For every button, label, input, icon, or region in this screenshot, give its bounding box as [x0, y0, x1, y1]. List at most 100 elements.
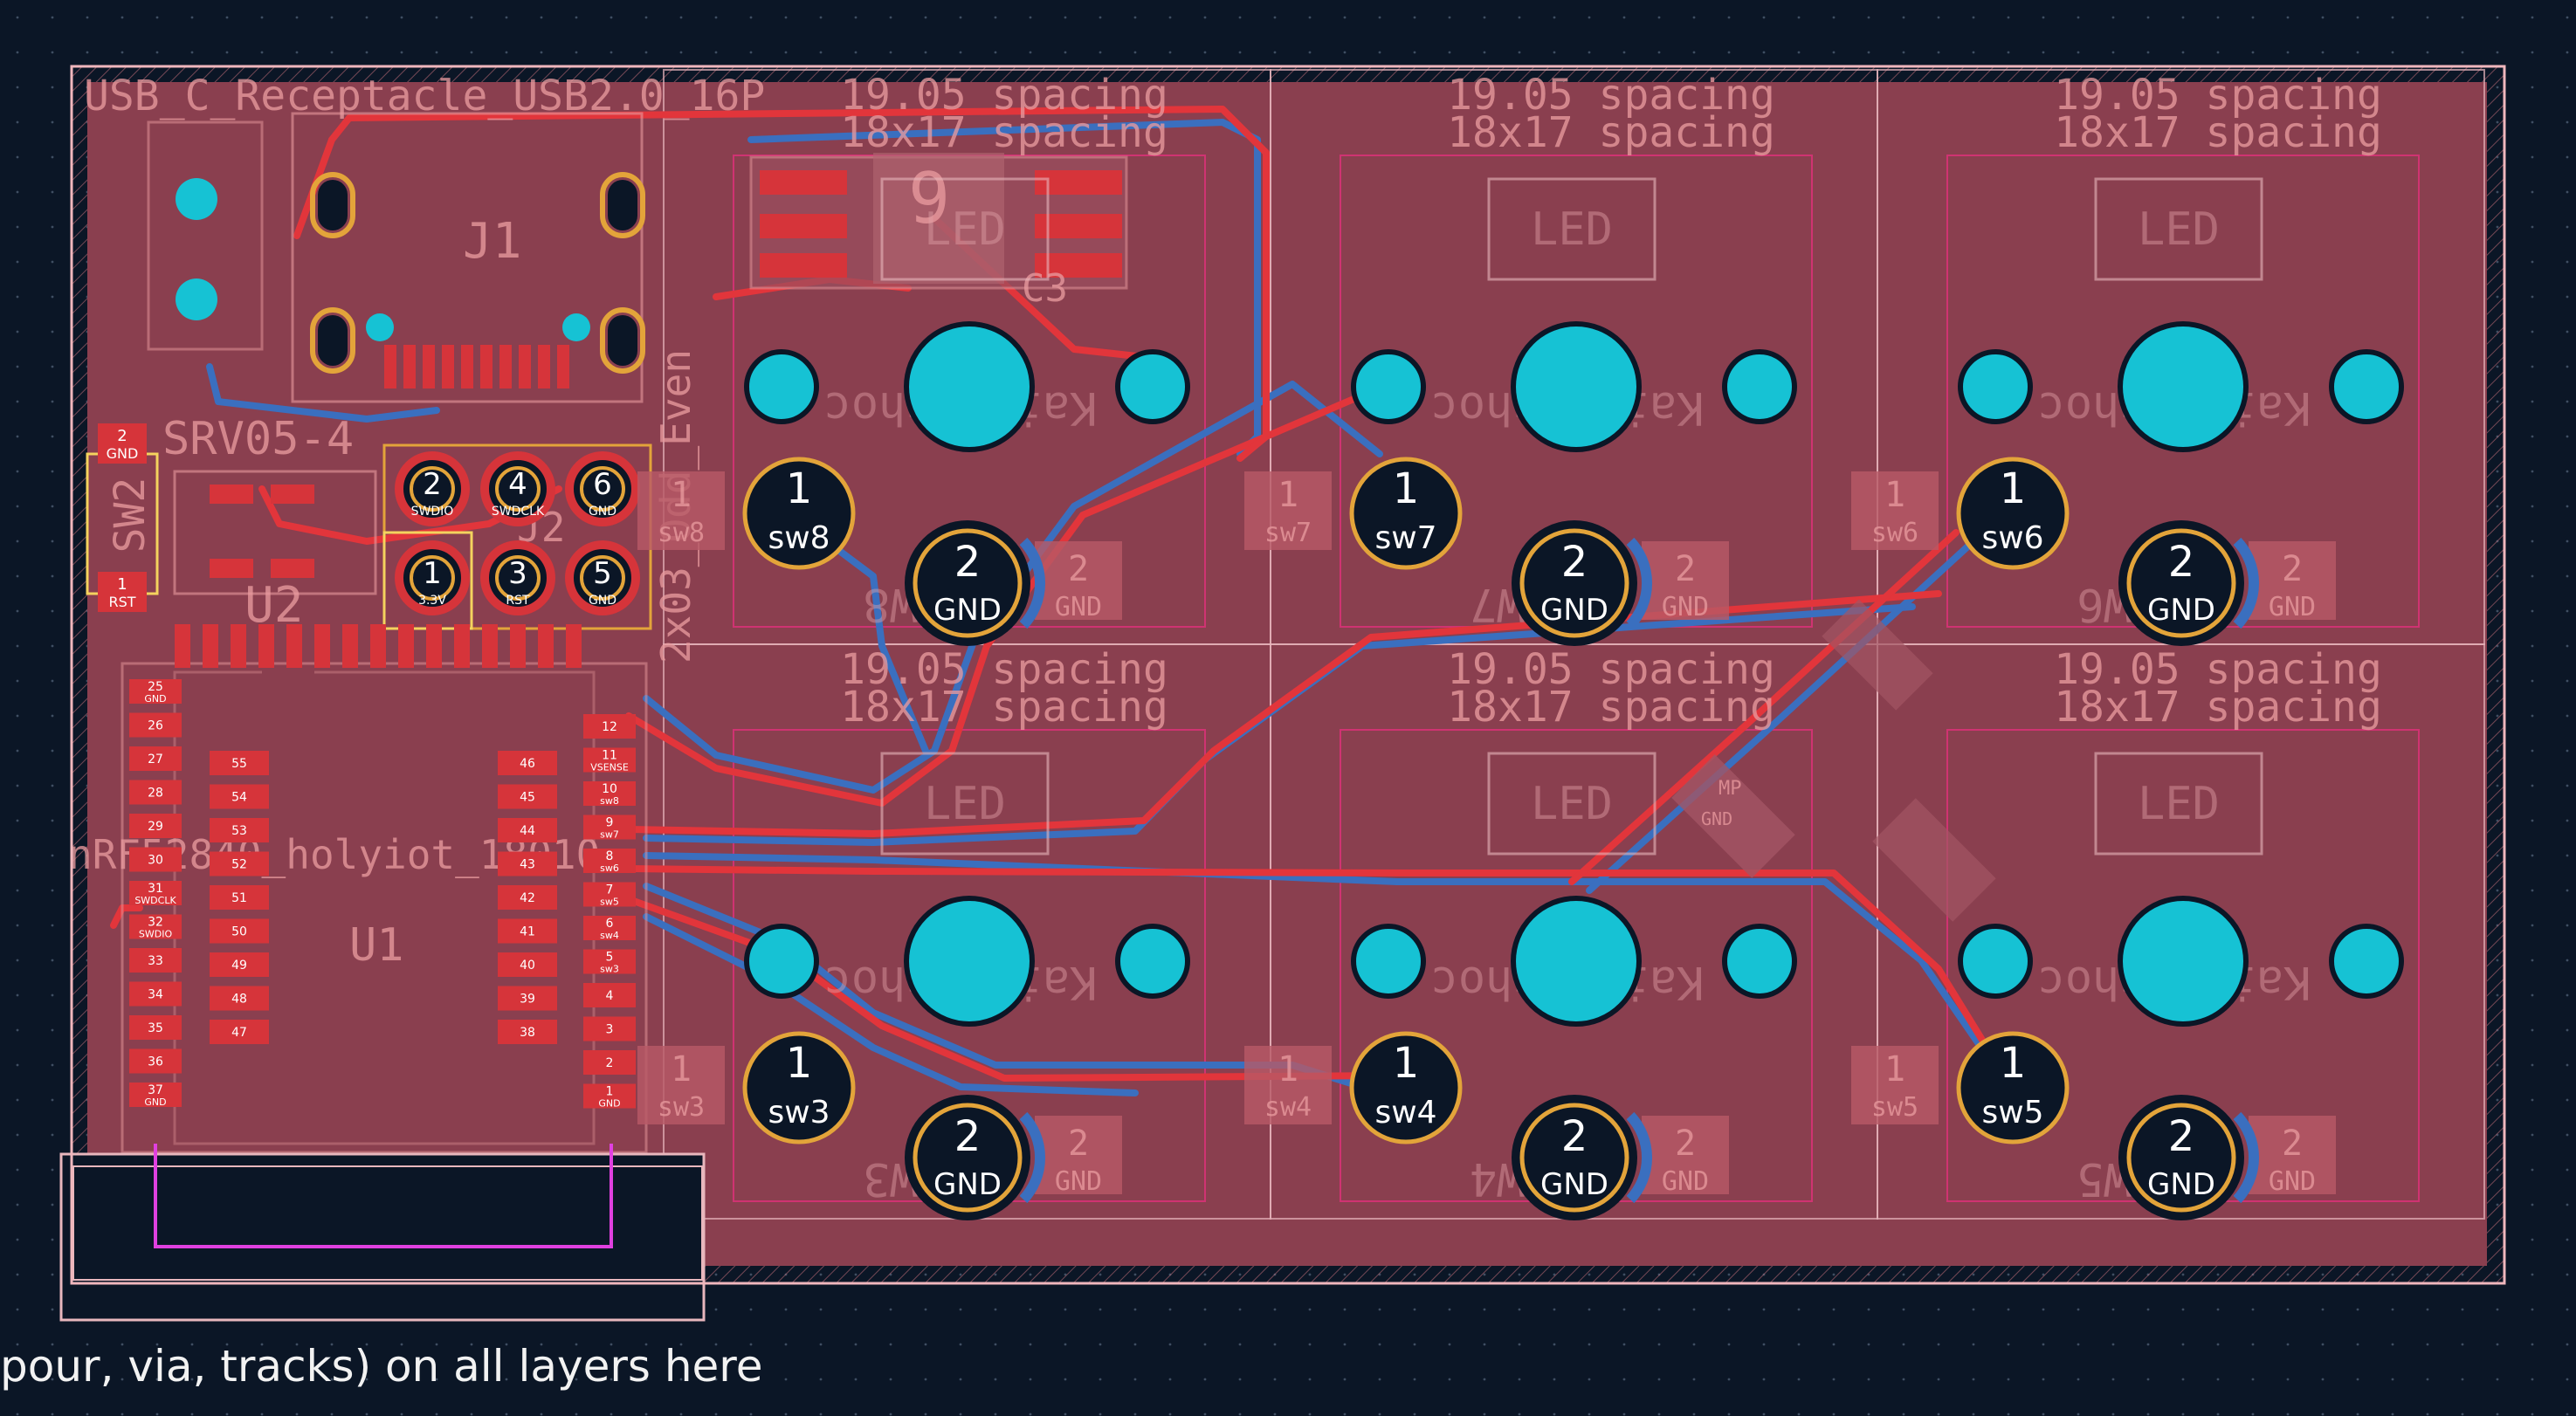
mount-hole	[2329, 349, 2404, 424]
mcu-pad-42	[498, 885, 557, 910]
mcu-pad-38	[498, 1020, 557, 1044]
smd-pad-1	[1244, 1046, 1332, 1124]
mcu-pad-num: 28	[148, 787, 163, 801]
cap-ref-label: C3	[1022, 266, 1068, 311]
switch-pad-2-net: GND	[2147, 1167, 2215, 1202]
mounting-hole	[176, 278, 217, 320]
smd-pad-2-net: GND	[2269, 592, 2316, 622]
mcu-pad-num: 46	[520, 757, 535, 771]
switch-pad-2-num: 2	[2168, 1112, 2195, 1161]
pad-2-arc	[1019, 1111, 1046, 1204]
usb-value-label: USB_C_Receptacle_USB2.0_16P	[84, 72, 765, 120]
mcu-pad-num: 36	[148, 1055, 163, 1069]
center-hole	[1511, 321, 1642, 452]
center-hole	[904, 896, 1035, 1027]
key-spacing-label: 18x17 spacing	[2054, 683, 2382, 732]
mcu-pad-47	[210, 1020, 269, 1044]
sw2-pad-1-num: 1	[117, 575, 127, 594]
mcu-pad-num: 29	[148, 820, 163, 834]
mcu-pad-net: sw7	[600, 829, 619, 841]
mount-hole	[1351, 924, 1426, 999]
smd-pad-1	[637, 471, 725, 550]
track-front	[293, 106, 1270, 462]
mcu-pad-54	[210, 784, 269, 809]
sw2-pad-2-num: 2	[117, 427, 127, 445]
regulator-pin-label: 9	[908, 158, 950, 239]
mcu-pad-55	[210, 751, 269, 775]
switch-pad-2-net: GND	[933, 1167, 1002, 1202]
switch-pad-2	[913, 528, 1023, 638]
smd-pad-2	[1642, 541, 1729, 620]
mp-pad-label: MP	[1718, 778, 1742, 800]
track-back	[1586, 538, 1977, 894]
track-front	[625, 590, 1942, 837]
mcu-pad-32	[129, 914, 182, 939]
switch-pad-1-ref: sw5	[1981, 1095, 2043, 1131]
mcu-pad-53	[210, 818, 269, 842]
header-pin-label: SWDCLK	[492, 505, 545, 519]
key-spacing-label: 19.05 spacing	[840, 71, 1168, 120]
smd-pad-1	[1244, 471, 1332, 550]
led-outline	[1487, 752, 1656, 856]
mcu-pad-num: 2	[606, 1056, 614, 1070]
smd-pad-2-num: 2	[2282, 1124, 2303, 1164]
led-outline	[880, 177, 1050, 281]
key-spacing-label: 18x17 spacing	[2054, 108, 2382, 157]
mcu-pad-net: VSENSE	[590, 762, 629, 773]
pad-2-arc	[1626, 537, 1653, 629]
smd-pad-2	[1035, 1116, 1122, 1194]
key-spacing-label: 19.05 spacing	[1447, 71, 1775, 120]
mcu-pad-2	[583, 1050, 636, 1075]
mcu-pad-num: 50	[231, 925, 247, 939]
mcu-top-pads	[175, 624, 582, 668]
smd-pad-2	[1035, 541, 1122, 620]
smd-pad-1-num: 1	[1884, 475, 1905, 515]
mcu-pad-46	[498, 751, 557, 775]
switch-pad-2-net: GND	[933, 593, 1002, 628]
mcu-pad-30	[129, 847, 182, 872]
mcu-pad-52	[210, 851, 269, 876]
mcu-pad-27	[129, 746, 182, 771]
switch-pad-1-num: 1	[1393, 464, 1420, 513]
mcu-pad-num: 48	[231, 993, 247, 1007]
smd-pad-2	[1642, 1116, 1729, 1194]
smd-pad-2-net: GND	[1662, 592, 1709, 622]
mcu-pad-34	[129, 981, 182, 1007]
led-label: LED	[2138, 203, 2220, 256]
mount-hole	[744, 924, 819, 999]
mcu-pad-num: 40	[520, 959, 535, 973]
mcu-pad-num: 1	[606, 1085, 614, 1099]
smd-pad-2-net: GND	[1055, 1166, 1102, 1197]
smd-pad-1	[1851, 1046, 1939, 1124]
mcu-pad-3	[583, 1016, 636, 1041]
key-spacing-label: 19.05 spacing	[1447, 645, 1775, 694]
mcu-pad-50	[210, 918, 269, 944]
usb-shield-pad	[310, 307, 355, 374]
mcu-pad-num: 7	[606, 883, 614, 897]
header-pin-num: 6	[593, 467, 612, 502]
smd-pad-2-num: 2	[1068, 549, 1089, 589]
mcu-pad-51	[210, 885, 269, 910]
pad-2-arc	[1626, 1111, 1653, 1204]
smd-pad-2-num: 2	[1675, 549, 1696, 589]
mcu-pad-num: 9	[606, 816, 614, 830]
switch-pad-2	[1519, 528, 1629, 638]
mcu-pad-num: 49	[231, 959, 247, 973]
mcu-pad-num: 27	[148, 753, 163, 766]
switch-pad-1-num: 1	[1393, 1039, 1420, 1088]
led-label: LED	[924, 778, 1006, 830]
track-front	[1568, 529, 1960, 885]
mcu-pad-net: SWDCLK	[134, 895, 176, 906]
smd-pad-2	[2249, 1116, 2336, 1194]
usb-shield-pad	[310, 172, 355, 238]
mcu-pad-4	[583, 983, 636, 1007]
usb-shield-pad	[600, 172, 645, 238]
mcu-pad-num: 47	[231, 1026, 247, 1040]
mcu-pad-net: GND	[144, 1096, 166, 1108]
led-label: LED	[1531, 203, 1613, 256]
switch-pad-2-num: 2	[954, 1112, 981, 1161]
mcu-pad-num: 38	[520, 1026, 535, 1040]
